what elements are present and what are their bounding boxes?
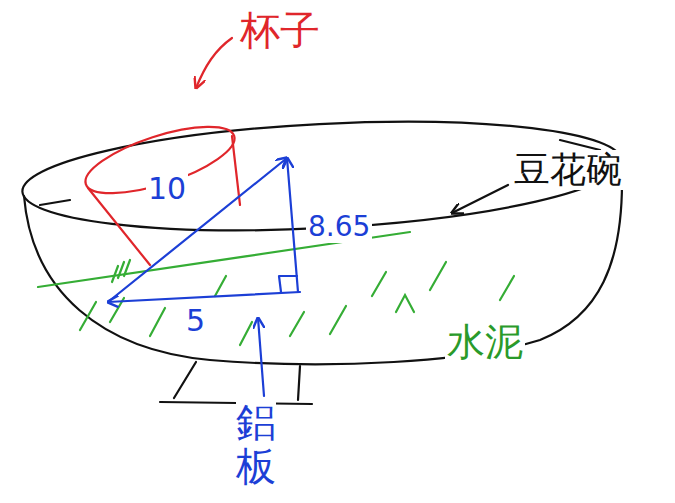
part-label: 豆花碗 xyxy=(512,150,624,190)
dimension-label: 10 xyxy=(146,172,188,205)
leader-arrow xyxy=(452,185,508,213)
dimension-label: 5 xyxy=(184,304,207,337)
bowl-outline xyxy=(20,108,625,404)
part-label: 水泥 xyxy=(445,322,525,364)
cup-outline xyxy=(78,38,241,265)
plate-triangle xyxy=(108,158,300,396)
dimension-label: 8.65 xyxy=(306,212,372,243)
cement-fill xyxy=(38,232,514,345)
part-label: 鋁板 xyxy=(236,400,276,488)
part-label: 杯子 xyxy=(238,8,322,52)
